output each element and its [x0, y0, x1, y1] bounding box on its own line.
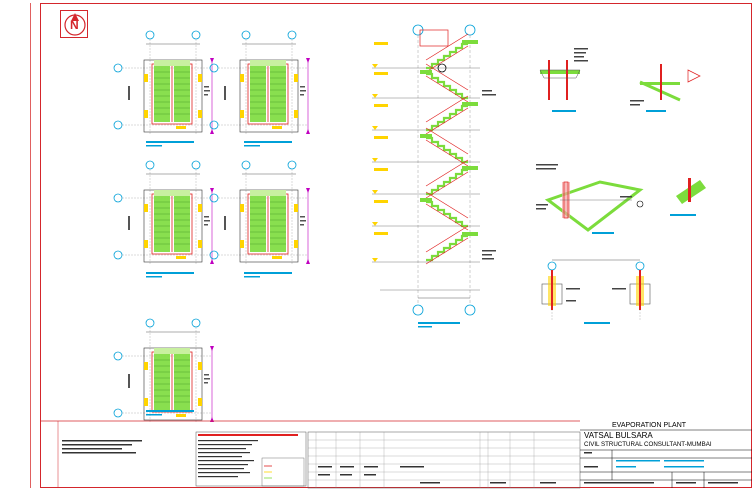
consultant-name: VATSAL BULSARA: [584, 431, 653, 440]
north-arrow-icon: N: [60, 10, 88, 38]
project-title: EVAPORATION PLANT: [612, 422, 687, 429]
binding-margin: [30, 3, 31, 488]
consultant-role: CIVIL STRUCTURAL CONSULTANT-MUMBAI: [584, 441, 712, 448]
north-label: N: [70, 18, 79, 32]
sheet-border: [40, 3, 752, 488]
